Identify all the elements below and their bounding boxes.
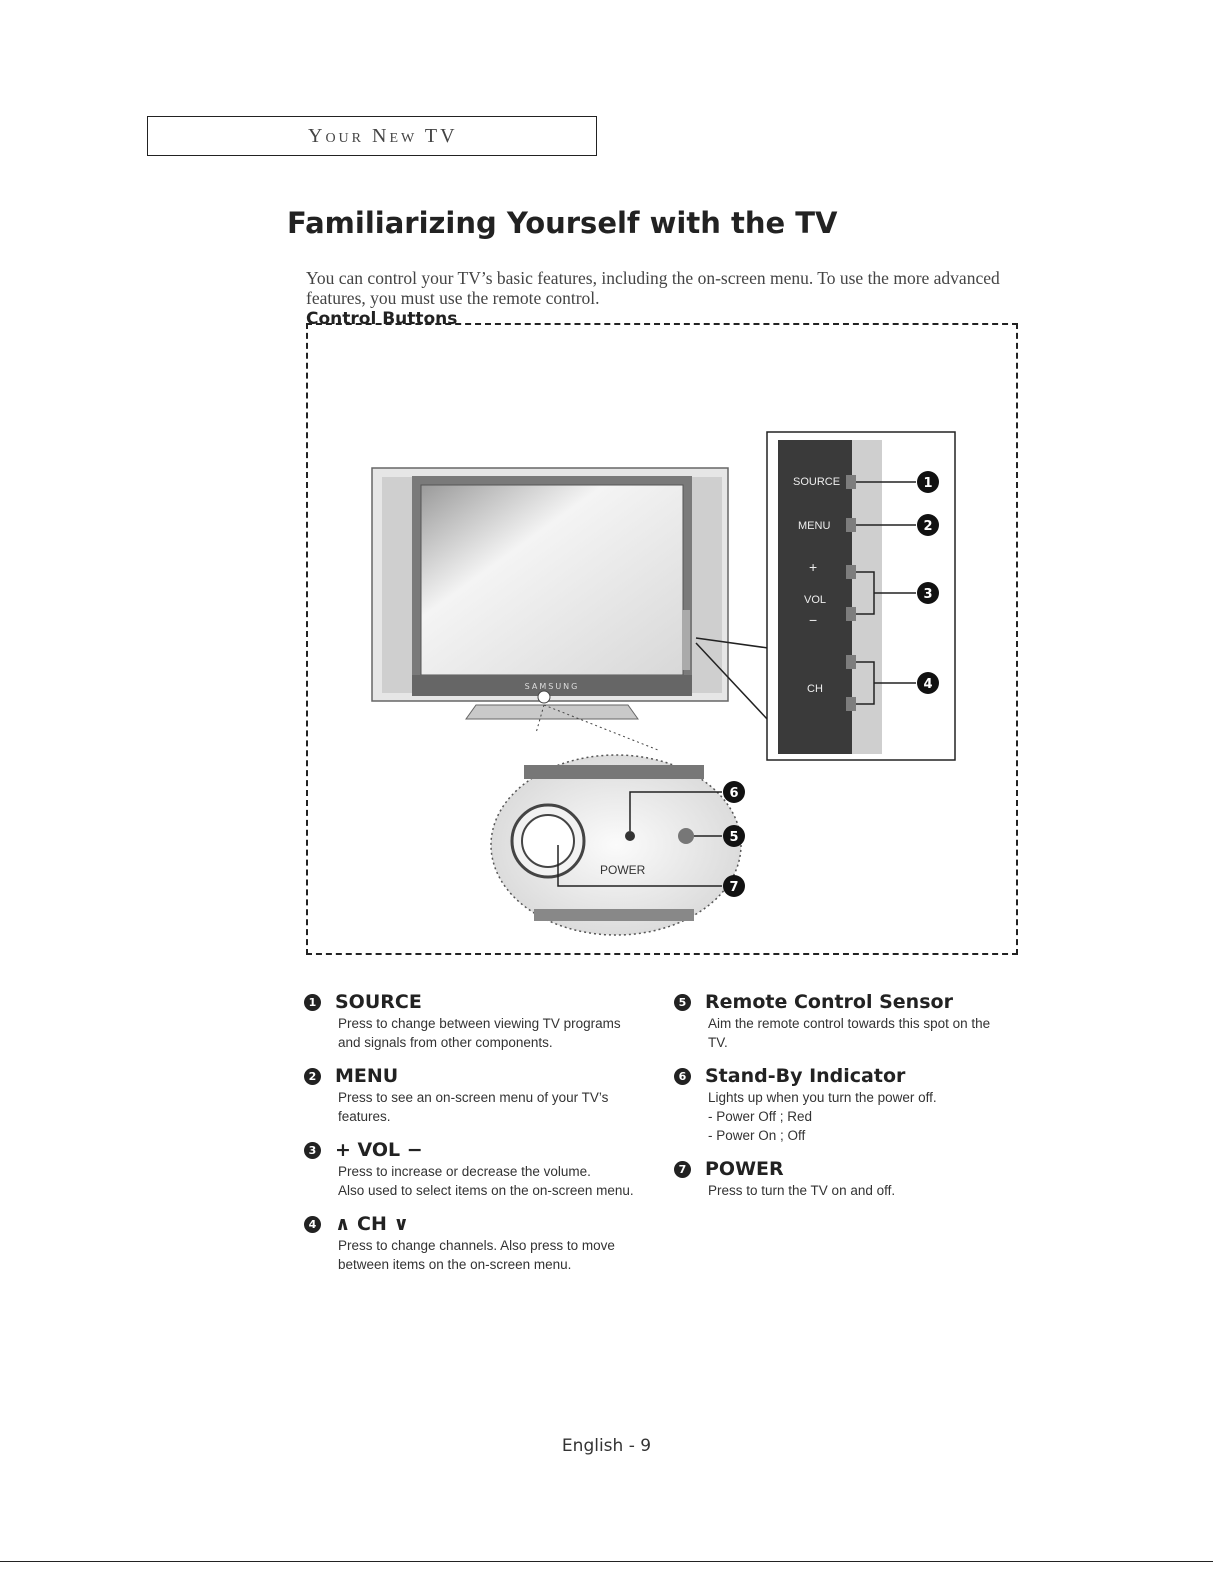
item-title: POWER (705, 1158, 784, 1180)
number-6-icon: 6 (674, 1068, 691, 1085)
panel-menu-label: MENU (798, 520, 830, 532)
power-area-magnifier: POWER 6 5 7 (490, 704, 745, 936)
callout-5-icon: 5 (723, 825, 745, 847)
brand-logo: SAMSUNG (525, 682, 580, 691)
item-desc: Press to change between viewing TV progr… (338, 1016, 621, 1050)
item-desc: Aim the remote control towards this spot… (708, 1016, 991, 1050)
item-menu: 2 MENU Press to see an on-screen menu of… (304, 1065, 644, 1126)
number-4-icon: 4 (304, 1216, 321, 1233)
number-3-icon: 3 (304, 1142, 321, 1159)
side-control-panel: SOURCE MENU + VOL − CH 1 (766, 431, 956, 761)
item-desc: Press to see an on-screen menu of your T… (338, 1090, 609, 1124)
item-source: 1 SOURCE Press to change between viewing… (304, 991, 644, 1052)
svg-text:2: 2 (923, 519, 932, 534)
svg-text:4: 4 (923, 677, 932, 692)
tv-diagram: SAMSUNG SOURCE MENU (371, 431, 956, 936)
page-number: English - 9 (561, 1436, 652, 1456)
callout-2-icon: 2 (917, 514, 939, 536)
tv-diagram-frame: SAMSUNG SOURCE MENU (306, 323, 1018, 955)
items-left-column: 1 SOURCE Press to change between viewing… (304, 991, 644, 1287)
item-title: ∧ CH ∨ (335, 1213, 409, 1235)
panel-source-label: SOURCE (793, 476, 840, 488)
item-standby: 6 Stand-By Indicator Lights up when you … (674, 1065, 1014, 1145)
number-7-icon: 7 (674, 1161, 691, 1178)
callout-4-icon: 4 (917, 672, 939, 694)
item-title: Stand-By Indicator (705, 1065, 906, 1087)
svg-text:1: 1 (923, 476, 932, 491)
bottom-rule (0, 1561, 1213, 1562)
number-2-icon: 2 (304, 1068, 321, 1085)
item-title: MENU (335, 1065, 399, 1087)
item-power: 7 POWER Press to turn the TV on and off. (674, 1158, 1014, 1200)
power-label: POWER (600, 863, 646, 877)
item-desc: Lights up when you turn the power off. -… (708, 1090, 937, 1143)
intro-text: You can control your TV’s basic features… (306, 268, 1000, 308)
item-title: + VOL − (335, 1139, 423, 1161)
number-5-icon: 5 (674, 994, 691, 1011)
section-header: Your New TV (147, 116, 597, 156)
callout-1-icon: 1 (917, 471, 939, 493)
panel-plus-label: + (809, 559, 817, 575)
item-remote-sensor: 5 Remote Control Sensor Aim the remote c… (674, 991, 1014, 1052)
items-right-column: 5 Remote Control Sensor Aim the remote c… (674, 991, 1014, 1213)
svg-text:5: 5 (729, 830, 738, 845)
callout-3-icon: 3 (917, 582, 939, 604)
item-desc: Press to turn the TV on and off. (708, 1183, 896, 1198)
section-label: Your New TV (308, 124, 458, 147)
number-1-icon: 1 (304, 994, 321, 1011)
callout-7-icon: 7 (723, 875, 745, 897)
panel-minus-label: − (809, 612, 817, 628)
panel-ch-label: CH (807, 683, 823, 695)
svg-text:3: 3 (923, 587, 932, 602)
item-title: SOURCE (335, 991, 422, 1013)
callout-6-icon: 6 (723, 781, 745, 803)
item-vol: 3 + VOL − Press to increase or decrease … (304, 1139, 644, 1200)
svg-text:6: 6 (729, 786, 738, 801)
tv-illustration: SAMSUNG (371, 467, 729, 720)
item-title: Remote Control Sensor (705, 991, 953, 1013)
page-title: Familiarizing Yourself with the TV (287, 206, 838, 240)
item-ch: 4 ∧ CH ∨ Press to change channels. Also … (304, 1213, 644, 1274)
panel-vol-label: VOL (804, 594, 826, 606)
item-desc: Press to change channels. Also press to … (338, 1238, 615, 1272)
item-desc: Press to increase or decrease the volume… (338, 1164, 634, 1198)
svg-text:7: 7 (729, 880, 738, 895)
